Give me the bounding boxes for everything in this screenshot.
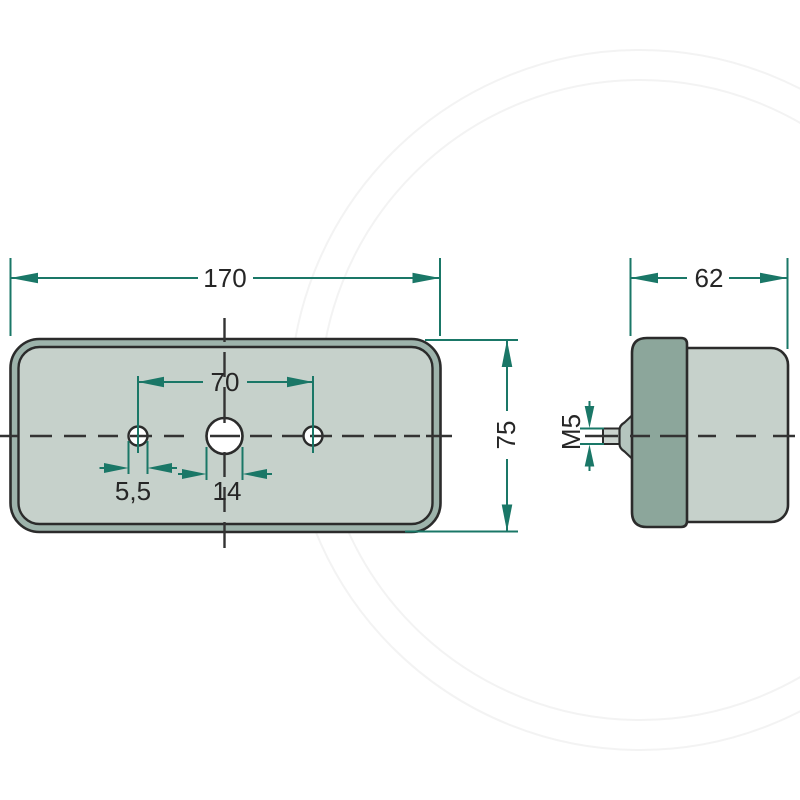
dimension-large-hole: 14 bbox=[178, 447, 272, 506]
width-arrow-left bbox=[10, 272, 38, 284]
stud-boss bbox=[618, 413, 635, 461]
large-hole-extension-lines bbox=[205, 447, 244, 480]
large-hole-diameter-label: 14 bbox=[213, 476, 242, 506]
overall-width-label: 170 bbox=[203, 263, 246, 293]
width-arrow-right bbox=[412, 272, 440, 284]
dimension-thread: M5 bbox=[556, 401, 604, 471]
side-housing-body bbox=[658, 346, 790, 524]
depth-arrow-left bbox=[630, 272, 658, 284]
dimension-overall-depth: 62 bbox=[629, 258, 789, 349]
height-arrow-bottom bbox=[501, 504, 513, 532]
thread-extension-lines bbox=[580, 427, 604, 445]
small-hole-arrow-right bbox=[147, 463, 172, 473]
dimension-overall-width: 170 bbox=[9, 258, 441, 336]
height-arrow-top bbox=[501, 340, 513, 367]
width-extension-lines bbox=[9, 258, 441, 336]
small-hole-extension-lines bbox=[127, 441, 149, 474]
hole-spacing-arrow-left bbox=[138, 376, 164, 388]
centerlines bbox=[0, 318, 795, 548]
large-hole-arrow-left bbox=[182, 469, 207, 479]
thread-arrow-bottom bbox=[584, 444, 595, 467]
depth-extension-lines bbox=[629, 258, 789, 349]
dimension-small-hole: 5,5 bbox=[99, 441, 177, 506]
small-hole-diameter-label: 5,5 bbox=[115, 476, 151, 506]
height-extension-lines bbox=[405, 339, 518, 533]
side-front-flange bbox=[630, 336, 689, 529]
side-view bbox=[602, 336, 790, 529]
overall-depth-label: 62 bbox=[695, 263, 724, 293]
dimension-hole-spacing: 70 bbox=[137, 367, 314, 453]
hole-spacing-extension-lines bbox=[137, 376, 314, 453]
overall-height-label: 75 bbox=[491, 421, 521, 450]
hole-spacing-label: 70 bbox=[211, 367, 240, 397]
depth-arrow-right bbox=[760, 272, 788, 284]
dimension-overall-height: 75 bbox=[405, 339, 521, 533]
hole-spacing-arrow-right bbox=[287, 376, 313, 388]
large-hole-arrow-right bbox=[242, 469, 267, 479]
thread-label: M5 bbox=[556, 414, 586, 450]
thread-arrow-top bbox=[584, 406, 595, 428]
small-hole-arrow-left bbox=[104, 463, 129, 473]
